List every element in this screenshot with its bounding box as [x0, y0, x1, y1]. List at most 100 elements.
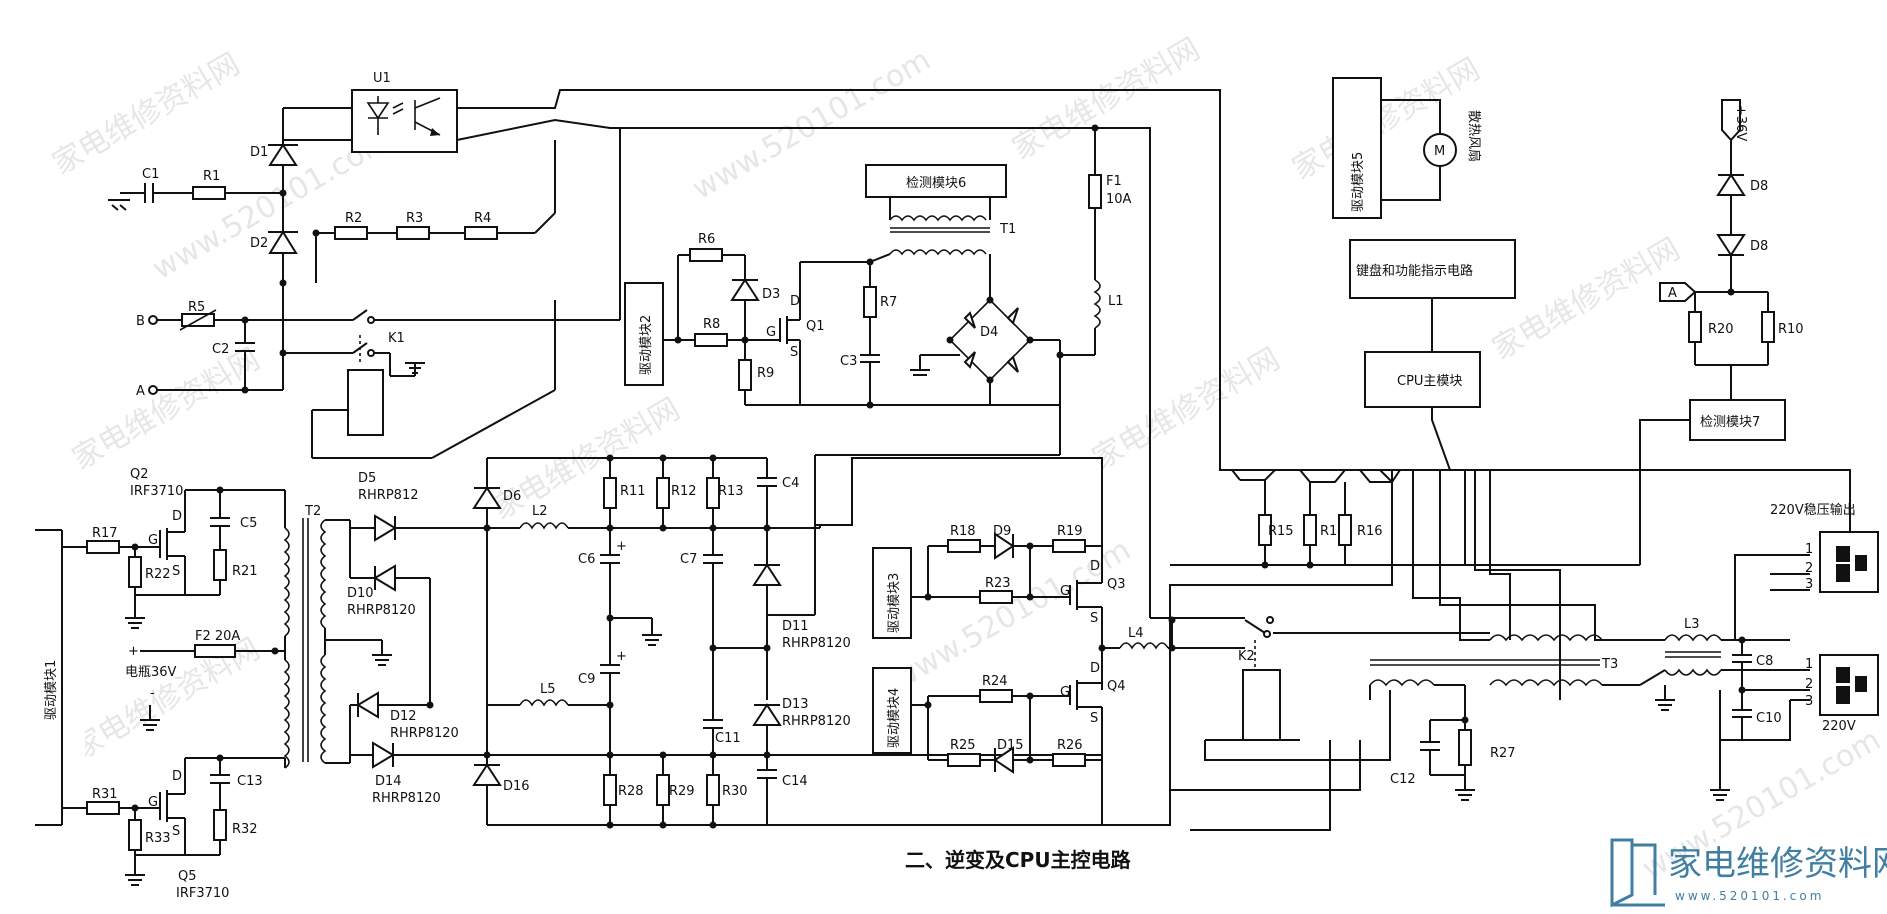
r2-label: R2	[345, 211, 362, 226]
c2-label: C2	[212, 342, 229, 357]
r22-label: R22	[145, 567, 171, 582]
q5-gate: G	[148, 795, 158, 810]
f1-rating: 10A	[1106, 192, 1132, 207]
q1-label: Q1	[806, 319, 825, 334]
r7-label: R7	[880, 295, 897, 310]
d14-label: D14	[375, 774, 402, 789]
output-socket-2	[1819, 654, 1879, 716]
d11-part: RHRP8120	[782, 636, 851, 651]
c6-plus: +	[616, 539, 627, 554]
drive-module-5	[1332, 77, 1382, 219]
r8-label: R8	[703, 317, 720, 332]
watermark-cn: 家电维修资料网	[1007, 32, 1206, 167]
f1-label: F1	[1106, 174, 1122, 189]
c12-label: C12	[1390, 772, 1416, 787]
r32-label: R32	[232, 822, 258, 837]
l5-label: L5	[540, 682, 556, 697]
control-output-section: 驱动模块5 M 散热风扇 键盘和功能指示电路 CPU主模块 R15 R14 R1…	[1102, 77, 1879, 831]
t1-label: T1	[999, 222, 1016, 237]
logo-book-icon	[1610, 838, 1634, 908]
d5-part: RHRP812	[358, 488, 419, 503]
r28-label: R28	[618, 784, 644, 799]
c1-label: C1	[142, 167, 159, 182]
t2-label: T2	[304, 504, 321, 519]
battery-minus: -	[150, 686, 155, 701]
input-detect-section: U1 D1 D2 C1 R1	[108, 71, 620, 459]
d11-label: D11	[782, 619, 809, 634]
r30-label: R30	[722, 784, 748, 799]
r17-label: R17	[92, 526, 118, 541]
detect-module-6-label: 检测模块6	[906, 176, 966, 191]
q4-drain: D	[1090, 661, 1100, 676]
cpu-label: CPU主模块	[1397, 374, 1462, 389]
c9-plus: +	[616, 649, 627, 664]
q3-gate: G	[1060, 584, 1070, 599]
watermark-cn: 家电维修资料网	[67, 342, 266, 477]
u1-optocoupler	[351, 89, 458, 153]
d1-label: D1	[250, 145, 268, 160]
r27-label: R27	[1490, 746, 1516, 761]
r23-label: R23	[985, 576, 1011, 591]
h-bridge-section: 驱动模块3 R18 D9 R19 R23 G D S Q3	[767, 457, 1245, 825]
q1-source-label: S	[790, 345, 798, 360]
d5-label: D5	[358, 471, 376, 486]
watermark-cn: 家电维修资料网	[1087, 342, 1286, 477]
c14-label: C14	[782, 774, 808, 789]
q2-gate: G	[148, 533, 158, 548]
drive-module-5-label: 驱动模块5	[1351, 152, 1366, 212]
c3-label: C3	[840, 354, 857, 369]
bus-lines	[456, 89, 1851, 618]
socket2-pin1: 1	[1805, 657, 1813, 672]
drive-module-4	[872, 667, 912, 754]
r26-label: R26	[1057, 738, 1083, 753]
detect-module-6	[865, 164, 1007, 198]
f2-label: F2 20A	[195, 629, 240, 644]
socket2-pin2: 2	[1805, 677, 1813, 692]
d13-label: D13	[782, 697, 809, 712]
q3-label: Q3	[1107, 577, 1126, 592]
site-logo: 家电维修资料网 www.520101.com	[1610, 838, 1887, 908]
d6-label: D6	[503, 489, 521, 504]
d16-label: D16	[503, 779, 530, 794]
d9-label: D9	[993, 524, 1011, 539]
pfc-section: 检测模块6 T1 驱动模块2 R6 D3 R8 R9	[624, 128, 1132, 615]
keyboard-label: 键盘和功能指示电路	[1356, 263, 1473, 279]
r33-label: R33	[145, 831, 171, 846]
q4-label: Q4	[1107, 679, 1126, 694]
drive-module-4-label: 驱动模块4	[887, 688, 902, 748]
v36-terminal	[1721, 99, 1741, 142]
c6-label: C6	[578, 552, 595, 567]
r10-label: R10	[1778, 322, 1804, 337]
q5-source: S	[172, 824, 180, 839]
battery-plus: +	[128, 644, 139, 659]
r5-label: R5	[188, 300, 205, 315]
u1-label: U1	[373, 71, 391, 86]
q2-part: IRF3710	[130, 484, 183, 499]
push-pull-section: 驱动模块1 Q2 IRF3710 R17 R22 G D S C5 R21	[35, 467, 487, 901]
a-terminal-right-label: A	[1668, 286, 1677, 301]
fan-motor-symbol: M	[1434, 144, 1445, 159]
d12-label: D12	[390, 709, 417, 724]
c11-label: C11	[715, 731, 741, 746]
l4-label: L4	[1128, 626, 1144, 641]
q2-source: S	[172, 564, 180, 579]
r16-label: R16	[1357, 524, 1383, 539]
q3-drain: D	[1090, 559, 1100, 574]
r18-label: R18	[950, 524, 976, 539]
q5-label: Q5	[178, 869, 197, 884]
c13-label: C13	[237, 774, 263, 789]
v36-label: +36V	[1733, 105, 1748, 141]
q1-drain-label: D	[790, 294, 800, 309]
d15-label: D15	[997, 738, 1024, 753]
q5-part: IRF3710	[176, 886, 229, 901]
c9-label: C9	[578, 672, 595, 687]
q2-drain: D	[172, 509, 182, 524]
c10-label: C10	[1756, 711, 1782, 726]
logo-url: www.520101.com	[1675, 889, 1824, 903]
socket-220v-label: 220V	[1822, 719, 1856, 734]
r6-label: R6	[698, 232, 715, 247]
watermark-cn: 家电维修资料网	[1287, 52, 1486, 187]
a-terminal-label: A	[136, 384, 145, 399]
d10-part: RHRP8120	[347, 603, 416, 618]
